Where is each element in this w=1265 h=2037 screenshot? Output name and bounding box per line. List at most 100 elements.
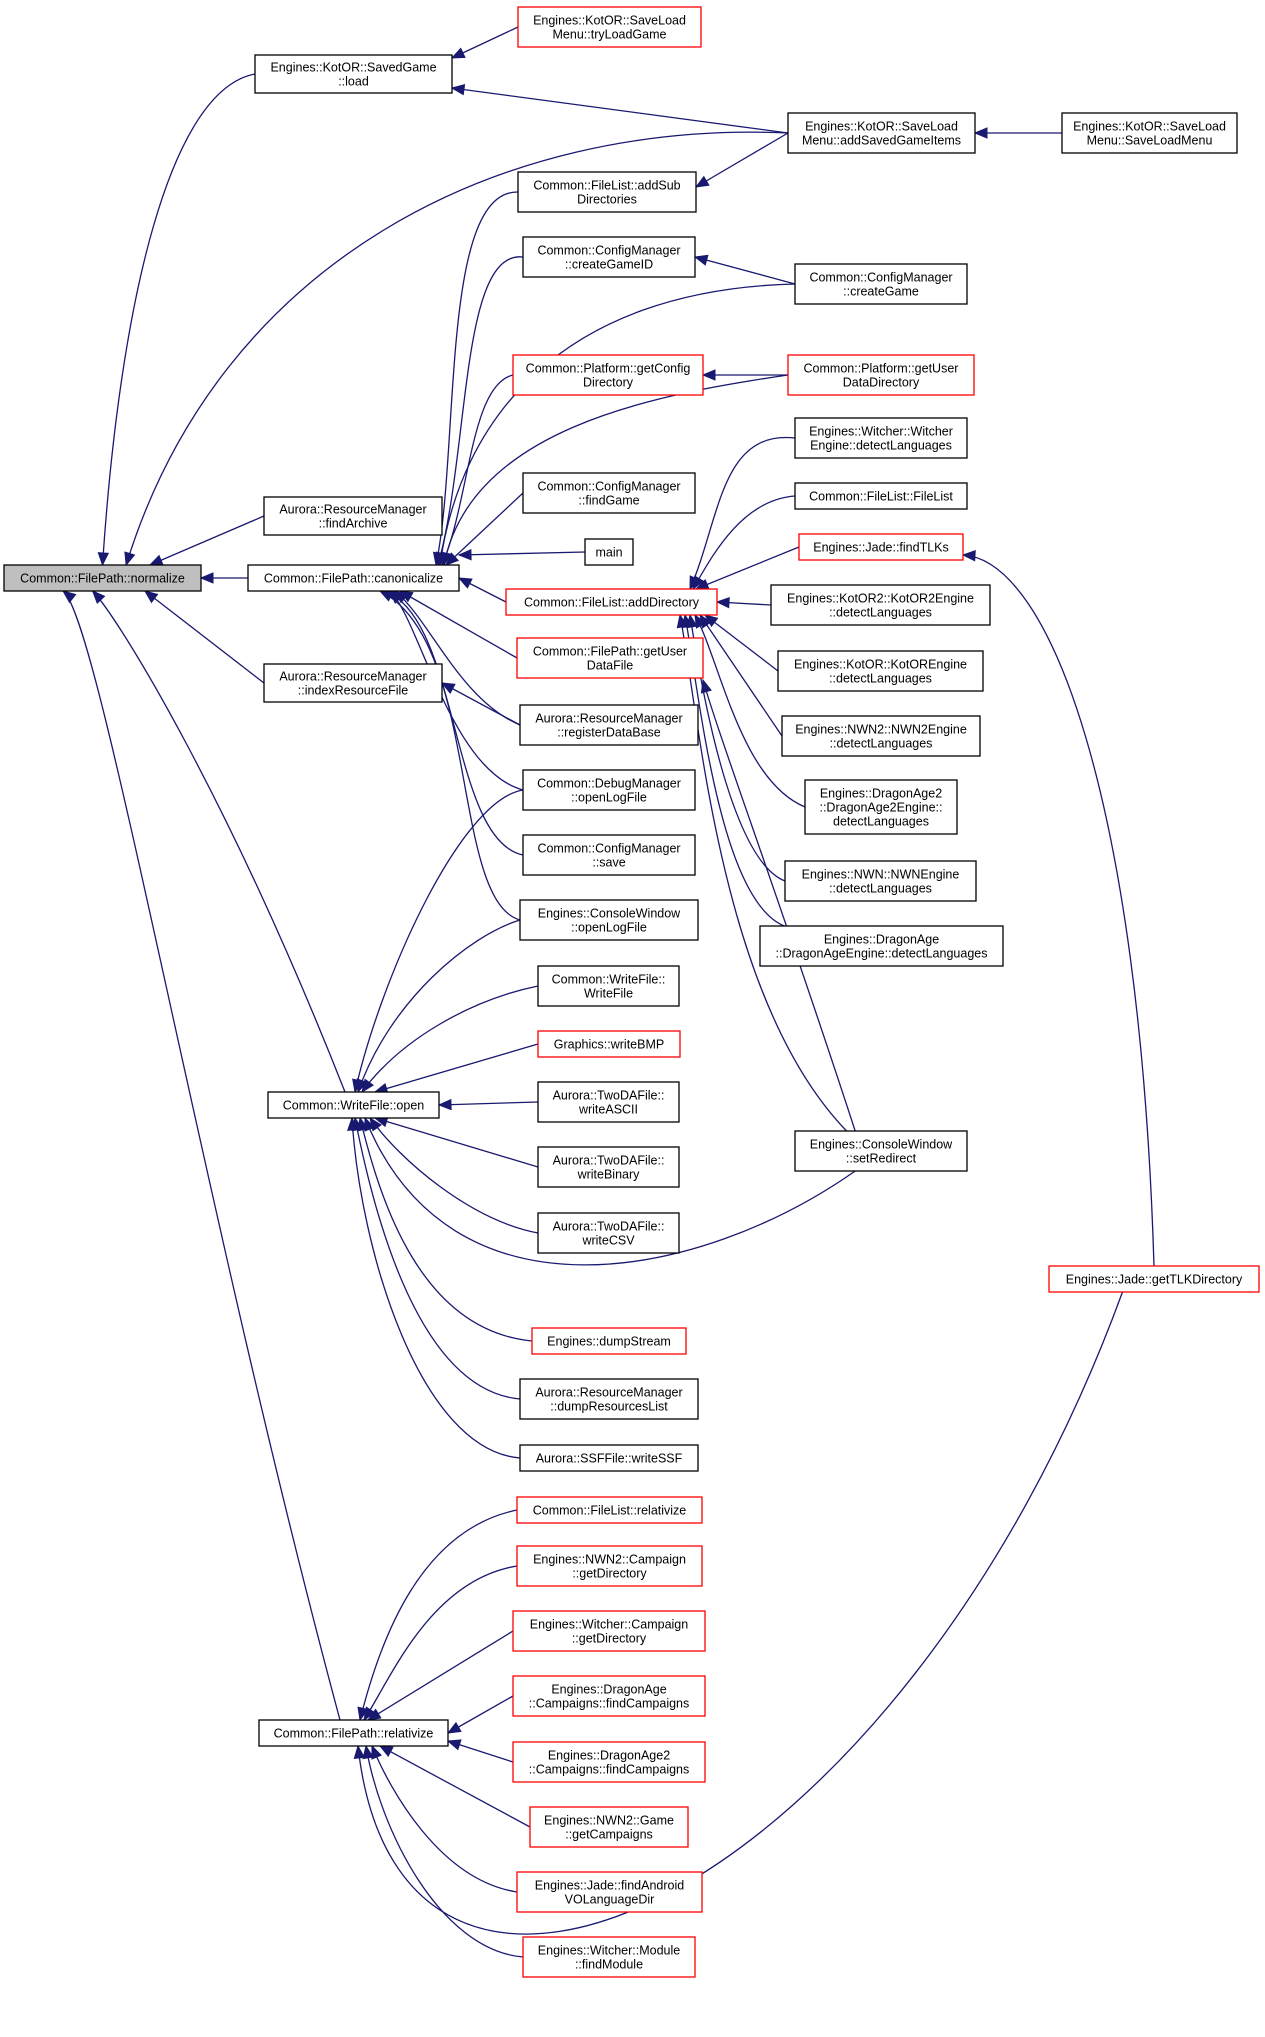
edge-addsavedgameitems-to-addsubdirectories <box>695 132 789 188</box>
edge-creategame-to-creategameid <box>694 256 796 285</box>
node-da2-findcampaigns[interactable]: Engines::DragonAge2::Campaigns::findCamp… <box>512 1741 706 1783</box>
node-writefile-open[interactable]: Common::WriteFile::open <box>267 1091 440 1119</box>
node-box <box>512 354 704 396</box>
arrowhead-nwn2_campaign_getdir-to-relativize <box>363 1706 376 1722</box>
node-box <box>516 1545 703 1587</box>
node-label-line: Common::FilePath::normalize <box>20 572 185 586</box>
node-label-line: ::detectLanguages <box>830 737 933 751</box>
node-label-line: Engines::DragonAge <box>824 933 939 947</box>
node-label-line: WriteFile <box>584 987 633 1001</box>
node-kotor-detectlang[interactable]: Engines::KotOR::KotOREngine::detectLangu… <box>777 650 984 692</box>
node-da-findcampaigns[interactable]: Engines::DragonAge::Campaigns::findCampa… <box>512 1675 706 1717</box>
node-label-line: Engines::Witcher::Witcher <box>809 425 953 439</box>
node-main[interactable]: main <box>584 538 634 566</box>
edge-findmodule-to-relativize <box>365 1745 524 1958</box>
node-addsavedgameitems[interactable]: Engines::KotOR::SaveLoadMenu::addSavedGa… <box>787 112 976 154</box>
edge-creategameid-to-canonicalize <box>437 256 524 566</box>
node-writefile-ctor[interactable]: Common::WriteFile::WriteFile <box>537 965 680 1007</box>
edge-writecsv-to-writefile_open <box>369 1117 539 1234</box>
node-canonicalize[interactable]: Common::FilePath::canonicalize <box>247 564 460 592</box>
node-gettlkdirectory[interactable]: Engines::Jade::getTLKDirectory <box>1048 1265 1260 1293</box>
node-label-line: Engines::NWN2::Game <box>544 1814 674 1828</box>
arrowhead-da2_findcampaigns-to-relativize <box>446 1739 462 1751</box>
node-console-openlogfile[interactable]: Engines::ConsoleWindow::openLogFile <box>519 899 699 941</box>
node-tryloadgame[interactable]: Engines::KotOR::SaveLoadMenu::tryLoadGam… <box>517 6 702 48</box>
node-filelist-ctor[interactable]: Common::FileList::FileList <box>794 482 968 510</box>
node-label-line: Engines::NWN::NWNEngine <box>802 868 960 882</box>
node-filelist-relativize[interactable]: Common::FileList::relativize <box>516 1496 703 1524</box>
node-relativize[interactable]: Common::FilePath::relativize <box>258 1719 449 1747</box>
node-findtlks[interactable]: Engines::Jade::findTLKs <box>798 533 964 561</box>
node-da2-detectlang[interactable]: Engines::DragonAge2::DragonAge2Engine::d… <box>804 779 958 835</box>
node-saveloadmenu-ctor[interactable]: Engines::KotOR::SaveLoadMenu::SaveLoadMe… <box>1061 112 1238 154</box>
edge-witcher_detectlang-to-adddirectory <box>689 436 796 590</box>
node-label-line: Graphics::writeBMP <box>554 1038 664 1052</box>
node-writeascii[interactable]: Aurora::TwoDAFile::writeASCII <box>537 1081 680 1123</box>
arrowhead-da2_detectlang-to-adddirectory <box>694 613 707 629</box>
node-savedgame-load[interactable]: Engines::KotOR::SavedGame::load <box>254 54 453 94</box>
node-box <box>522 472 696 514</box>
node-label-line: Engines::NWN2::NWN2Engine <box>795 723 967 737</box>
node-debug-openlogfile[interactable]: Common::DebugManager::openLogFile <box>522 769 696 811</box>
node-kotor2-detectlang[interactable]: Engines::KotOR2::KotOR2Engine::detectLan… <box>770 584 991 626</box>
node-indexresourcefile[interactable]: Aurora::ResourceManager::indexResourceFi… <box>263 663 443 703</box>
node-label-line: Common::WriteFile:: <box>552 973 666 987</box>
edge-dumpresourceslist-to-writefile_open <box>354 1117 521 1400</box>
node-registerdatabase[interactable]: Aurora::ResourceManager::registerDataBas… <box>519 704 699 746</box>
node-label-line: ::findGame <box>578 494 639 508</box>
node-writessf[interactable]: Aurora::SSFFile::writeSSF <box>519 1444 699 1472</box>
node-dumpstream[interactable]: Engines::dumpStream <box>531 1327 687 1355</box>
node-adddirectory[interactable]: Common::FileList::addDirectory <box>505 588 718 616</box>
edge-findarchive-to-normalize <box>149 515 265 566</box>
node-witcher-detectlang[interactable]: Engines::Witcher::WitcherEngine::detectL… <box>794 417 968 459</box>
arrowhead-creategame-to-creategameid <box>693 254 709 266</box>
node-nwn2-getcampaigns[interactable]: Engines::NWN2::Game::getCampaigns <box>529 1806 689 1848</box>
node-box <box>3 564 202 592</box>
node-label-line: Engine::detectLanguages <box>810 439 952 453</box>
edge-findtlks-to-adddirectory <box>695 546 800 590</box>
node-label-line: ::openLogFile <box>571 791 647 805</box>
node-normalize[interactable]: Common::FilePath::normalize <box>3 564 202 592</box>
node-nwn2-campaign-getdir[interactable]: Engines::NWN2::Campaign::getDirectory <box>516 1545 703 1587</box>
node-nwn2-detectlang[interactable]: Engines::NWN2::NWN2Engine::detectLanguag… <box>781 715 981 757</box>
node-dumpresourceslist[interactable]: Aurora::ResourceManager::dumpResourcesLi… <box>519 1378 699 1420</box>
node-box <box>537 1030 681 1058</box>
edge-getuserdatadirectory-to-canonicalize <box>443 374 789 566</box>
node-label-line: ::DragonAge2Engine:: <box>819 801 942 815</box>
node-box <box>263 496 443 536</box>
node-box <box>263 663 443 703</box>
edge-relativize-to-normalize <box>62 590 341 1721</box>
node-label-line: Aurora::ResourceManager <box>535 712 682 726</box>
edge-registerdatabase-to-indexresourcefile <box>441 682 521 726</box>
node-writebmp[interactable]: Graphics::writeBMP <box>537 1030 681 1058</box>
node-findmodule[interactable]: Engines::Witcher::Module::findModule <box>522 1936 696 1978</box>
arrowhead-adddirectory-to-canonicalize <box>457 577 473 589</box>
edge-debug_openlogfile-to-writefile_open <box>354 789 524 1093</box>
node-da-detectlang[interactable]: Engines::DragonAge::DragonAgeEngine::det… <box>759 925 1004 967</box>
node-label-line: Common::ConfigManager <box>809 271 952 285</box>
node-label-line: Common::ConfigManager <box>537 244 680 258</box>
node-setredirect[interactable]: Engines::ConsoleWindow::setRedirect <box>794 1130 968 1172</box>
arrowhead-da_findcampaigns-to-relativize <box>446 1721 462 1734</box>
node-nwn-detectlang[interactable]: Engines::NWN::NWNEngine::detectLanguages <box>784 860 977 902</box>
node-label-line: Engines::Witcher::Campaign <box>530 1618 688 1632</box>
node-writecsv[interactable]: Aurora::TwoDAFile::writeCSV <box>537 1212 680 1254</box>
arrowhead-findgame-to-canonicalize <box>445 552 460 566</box>
node-config-save[interactable]: Common::ConfigManager::save <box>522 834 696 876</box>
node-box <box>784 860 977 902</box>
node-label-line: main <box>595 546 622 560</box>
node-findarchive[interactable]: Aurora::ResourceManager::findArchive <box>263 496 443 536</box>
node-witcher-campaign-getdir[interactable]: Engines::Witcher::Campaign::getDirectory <box>512 1610 706 1652</box>
node-creategameid[interactable]: Common::ConfigManager::createGameID <box>522 236 696 278</box>
node-creategame[interactable]: Common::ConfigManager::createGame <box>794 263 968 305</box>
node-label-line: ::detectLanguages <box>829 672 932 686</box>
node-writebinary[interactable]: Aurora::TwoDAFile::writeBinary <box>537 1146 680 1188</box>
arrowhead-gettlkdirectory-to-findtlks <box>961 549 976 562</box>
node-findgame[interactable]: Common::ConfigManager::findGame <box>522 472 696 514</box>
edge-nwn_detectlang-to-adddirectory <box>689 614 786 882</box>
